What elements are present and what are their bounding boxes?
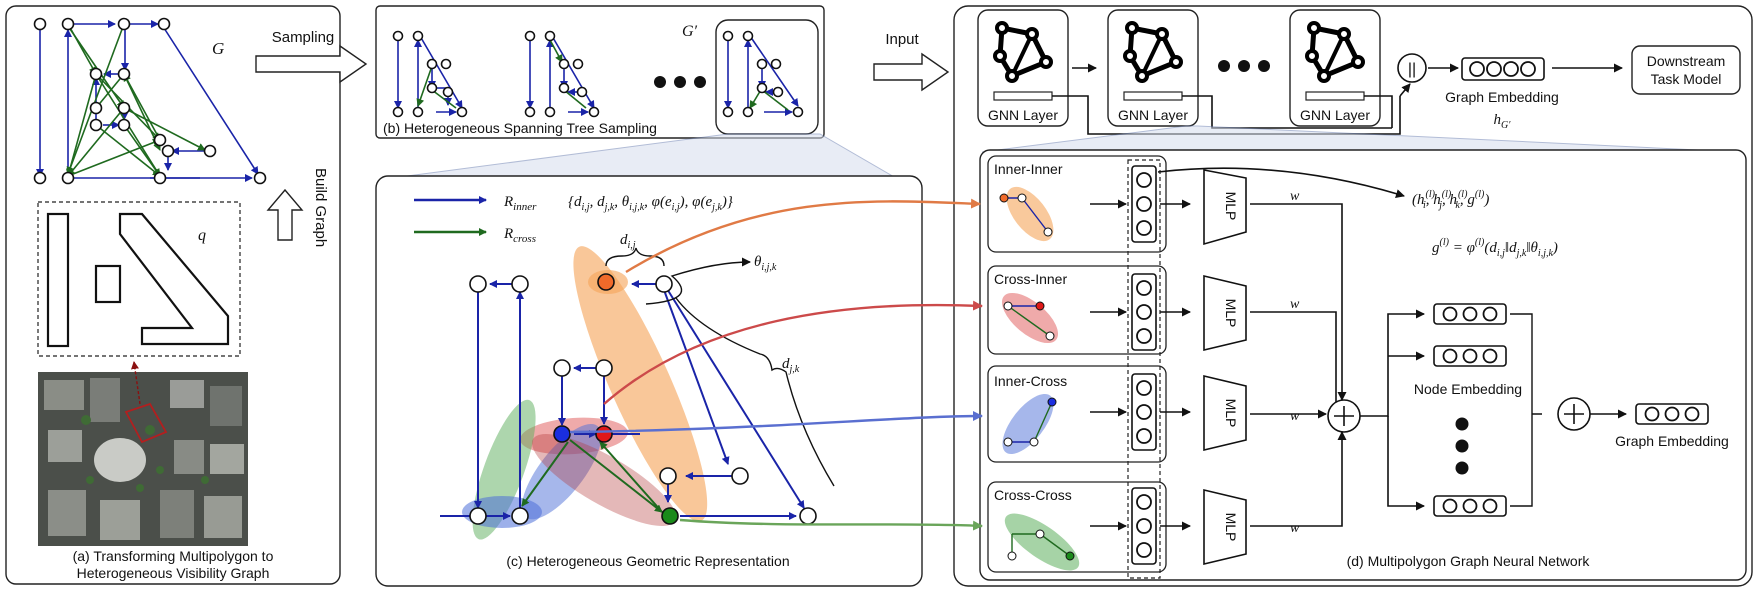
gnn-layer-1-label: GNN Layer <box>988 107 1058 123</box>
node-embedding-label: Node Embedding <box>1414 381 1522 397</box>
mlp-label-3: MLP <box>1223 399 1239 428</box>
build-graph-arrow <box>266 188 304 241</box>
gnn-layer-3 <box>1289 9 1381 127</box>
concat-symbol: || <box>1408 61 1416 78</box>
gnn-layer-1 <box>977 9 1069 127</box>
graph-embedding-bottom-label: Graph Embedding <box>1615 433 1729 449</box>
downstream-line1: Downstream <box>1647 53 1726 69</box>
spanning-tree-3 <box>722 30 804 118</box>
g-equation: g(l) = φ(l)(di,j‖dj,k‖θi,j,k) <box>1432 237 1558 259</box>
row-cross-cross <box>987 481 1167 573</box>
ellipsis-dots-d <box>1218 60 1270 72</box>
spanning-tree-2 <box>524 30 600 118</box>
geometric-graph-nodes <box>469 273 817 525</box>
row-label-inner-cross: Inner-Cross <box>994 373 1067 389</box>
link-inner-inner <box>625 198 981 274</box>
gnn-layer-3-label: GNN Layer <box>1300 107 1370 123</box>
dij-brace <box>605 247 665 267</box>
graph-label-gprime: G′ <box>682 23 698 40</box>
skip-line-2 <box>1182 95 1392 129</box>
detail-panel <box>979 149 1747 581</box>
w-label-4: w <box>1290 521 1300 536</box>
panel-b <box>375 5 825 139</box>
red-green-highlight <box>531 434 677 526</box>
orange-highlight-djk <box>573 246 708 522</box>
theta-arrow <box>645 257 751 305</box>
link-inner-cross <box>569 411 983 434</box>
tuple-arrow <box>1157 167 1405 198</box>
node-embedding-vectors <box>1433 303 1507 517</box>
skip-line-3 <box>1364 95 1393 128</box>
ellipsis-dots-b <box>654 76 706 88</box>
caption-c: (c) Heterogeneous Geometric Representati… <box>506 553 789 569</box>
input-arrow <box>873 52 950 92</box>
downstream-task-box <box>1631 45 1741 95</box>
build-graph-label: Build Graph <box>312 168 329 247</box>
satellite-image <box>38 361 248 546</box>
sampling-label: Sampling <box>272 29 335 46</box>
visibility-graph-g <box>33 17 267 185</box>
polygon-label-q: q <box>198 227 206 244</box>
zoom-connector-bc <box>391 133 897 179</box>
feature-vectors-box <box>1127 159 1161 579</box>
row-label-inner-inner: Inner-Inner <box>994 161 1063 177</box>
spanning-tree-1 <box>392 30 468 118</box>
caption-a-line1: (a) Transforming Multipolygon to <box>73 548 274 564</box>
concat-operator <box>1397 53 1427 83</box>
w-label-1: w <box>1290 189 1300 204</box>
input-label: Input <box>885 31 919 48</box>
mlp-out-2 <box>1250 311 1337 402</box>
graph-embedding-vector-top <box>1461 57 1545 81</box>
h-tuple: (h(l)i, h(l)j, h(l)k, g(l)) <box>1412 189 1489 211</box>
mlp-label-1: MLP <box>1223 192 1239 221</box>
caption-b: (b) Heterogeneous Spanning Tree Sampling <box>383 120 657 136</box>
row-label-cross-inner: Cross-Inner <box>994 271 1067 287</box>
mlp-label-4: MLP <box>1223 513 1239 542</box>
row-inner-cross <box>987 365 1167 463</box>
mlp-label-2: MLP <box>1223 299 1239 328</box>
djk-brace <box>675 297 835 487</box>
downstream-line2: Task Model <box>1651 71 1722 87</box>
mlp-out-4 <box>1250 431 1347 527</box>
row-inner-inner <box>987 155 1167 253</box>
zoom-connector-d <box>981 125 1741 153</box>
w-label-2: w <box>1290 297 1300 312</box>
multipolygon-box <box>37 201 241 357</box>
feature-vectors <box>1131 165 1157 565</box>
graph-label-g: G <box>212 39 224 58</box>
node-embedding-bracket <box>1510 313 1542 507</box>
link-cross-inner <box>603 300 983 405</box>
gnn-layer-2-label: GNN Layer <box>1118 107 1188 123</box>
sampling-arrow <box>255 44 368 84</box>
mlp-out-1 <box>1250 203 1347 401</box>
graph-embedding-vector-bottom <box>1635 403 1709 425</box>
skip-line-1 <box>1052 95 1401 135</box>
multipolygon-q <box>46 212 230 348</box>
mlp-blocks <box>1203 169 1247 566</box>
w-label-3: w <box>1290 409 1300 424</box>
caption-d: (d) Multipolygon Graph Neural Network <box>1347 553 1591 569</box>
row-label-cross-cross: Cross-Cross <box>994 487 1072 503</box>
caption-a-line2: Heterogeneous Visibility Graph <box>77 565 270 581</box>
geometric-graph <box>440 280 805 520</box>
row-cross-inner <box>987 265 1167 355</box>
link-cross-cross <box>679 518 983 531</box>
graph-embedding-top-label: Graph Embedding <box>1445 89 1559 105</box>
